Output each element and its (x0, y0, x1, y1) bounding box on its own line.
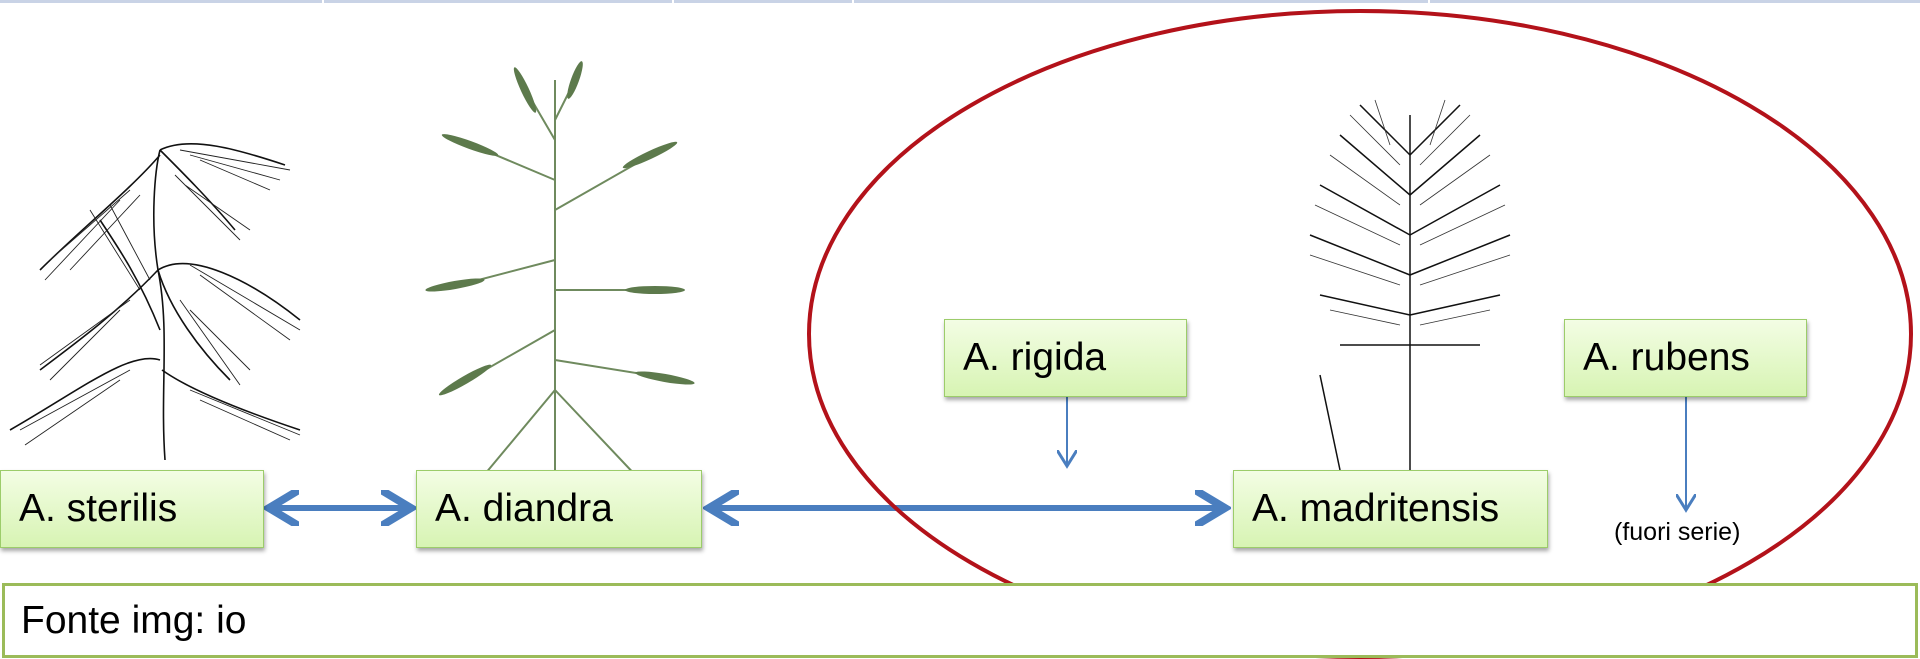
species-box-madritensis: A. madritensis (1233, 470, 1548, 548)
note-fuori-serie: (fuori serie) (1614, 518, 1741, 546)
brome-spike-drawing-icon (1309, 99, 1511, 470)
oat-panicle-drawing-icon (9, 143, 301, 460)
grass-photo-icon (425, 61, 695, 490)
top-divider-gap (672, 0, 674, 4)
species-box-diandra: A. diandra (416, 470, 702, 548)
species-box-sterilis: A. sterilis (0, 470, 264, 548)
top-divider-gap (1428, 0, 1430, 4)
top-divider-gap (322, 0, 324, 4)
top-divider (0, 0, 1920, 3)
species-box-rigida: A. rigida (944, 319, 1187, 397)
source-caption: Fonte img: io (2, 583, 1918, 658)
species-box-rubens: A. rubens (1564, 319, 1807, 397)
top-divider-gap (852, 0, 854, 4)
